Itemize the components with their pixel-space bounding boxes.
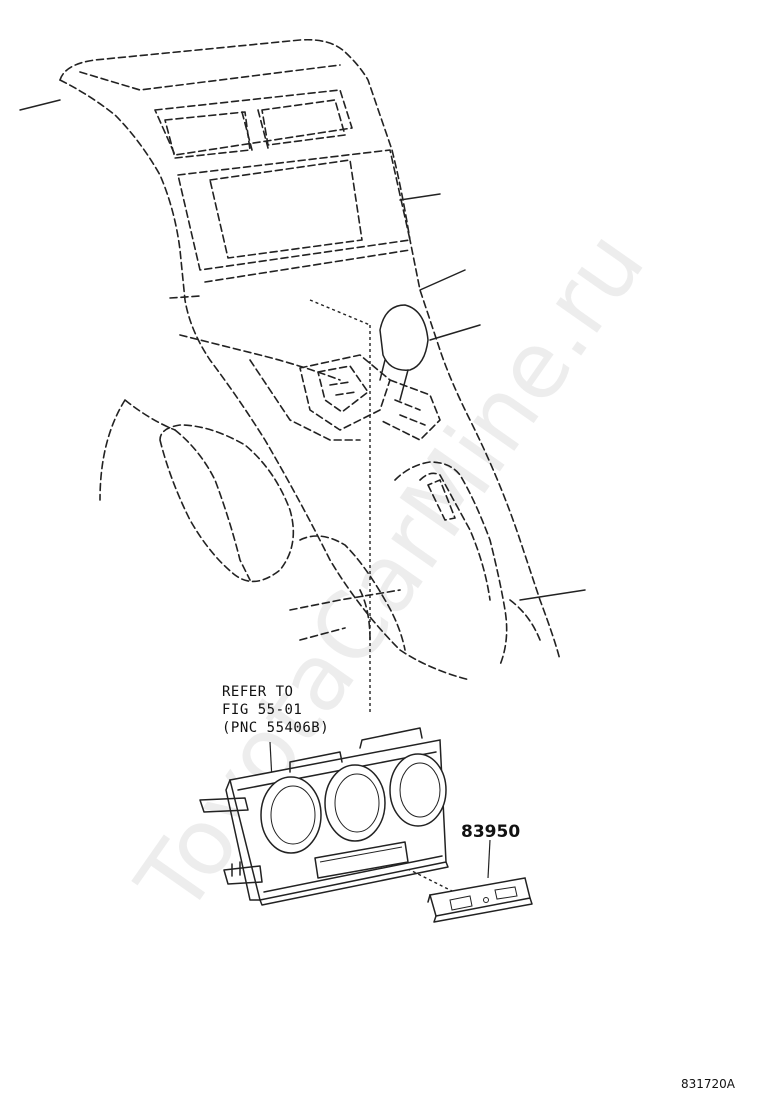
climate-control-panel [199,727,449,906]
refer-line-1: REFER TO [222,684,294,700]
refer-line-3: (PNC 55406B) [222,720,330,736]
figure-id: 831720A [681,1077,736,1091]
refer-line-2: FIG 55-01 [222,702,303,718]
refer-to-note: REFER TO FIG 55-01 (PNC 55406B) [222,683,329,737]
part-number-label: 83950 [461,822,521,842]
background-lines [19,99,586,601]
shift-knob [379,304,429,401]
switch-part-83950 [427,877,533,923]
dashboard-outline [59,38,561,681]
